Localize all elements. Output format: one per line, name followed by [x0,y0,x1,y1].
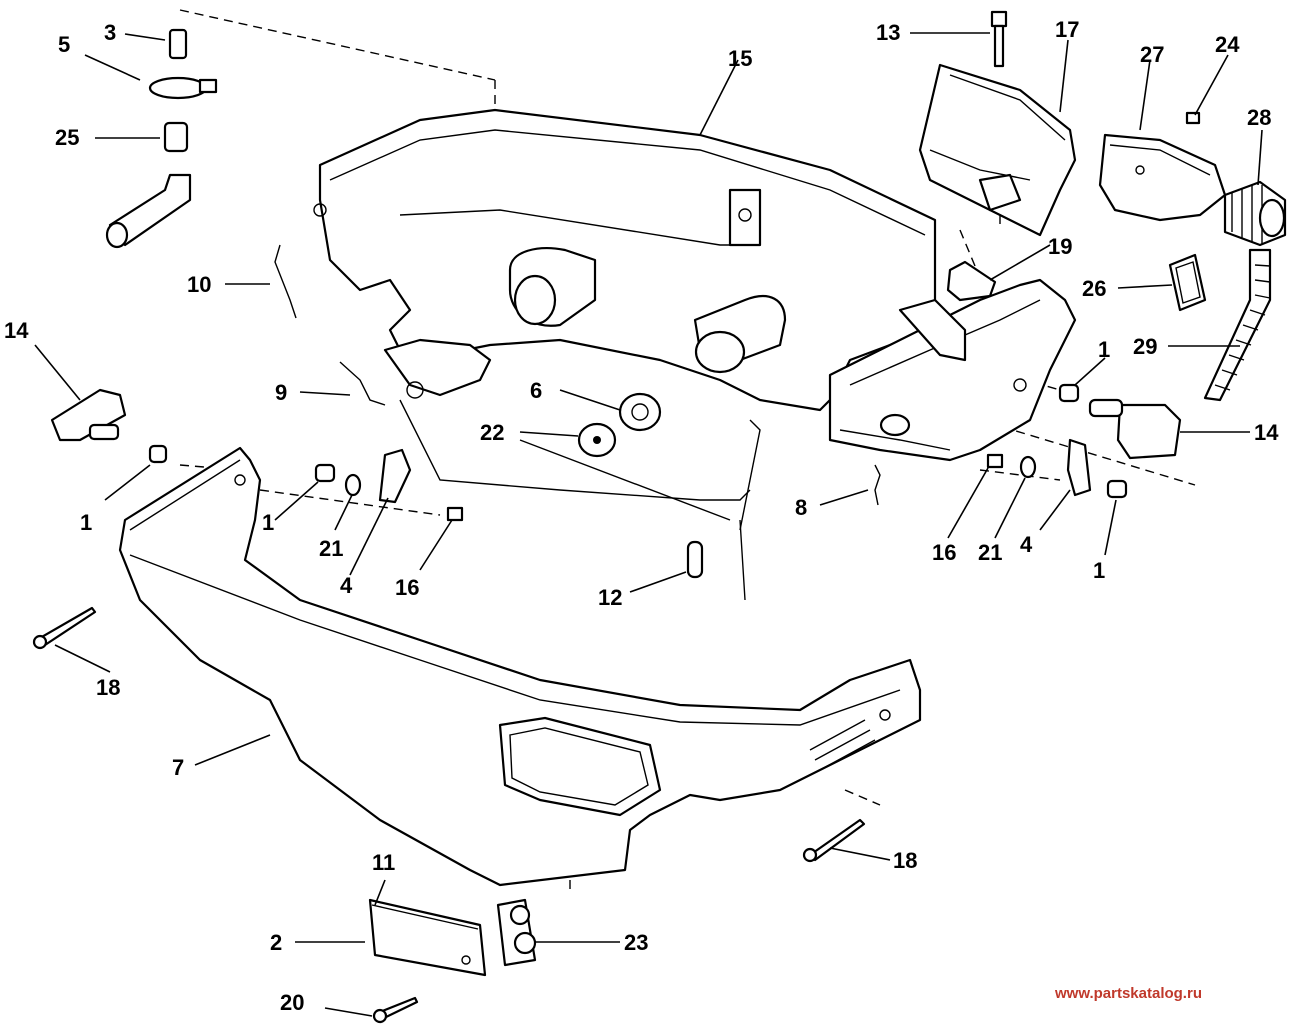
part-13-clip [686,540,704,579]
callout-16-left: 16 [395,575,419,600]
leader-lines [34,32,1263,1017]
callout-11: 13 [876,20,900,45]
part-26-gasket [1168,253,1207,312]
callout-26: 26 [1082,276,1106,301]
part-19-clip [946,260,997,302]
callout-21-left: 21 [319,536,343,561]
callout-19: 19 [1048,234,1072,259]
callout-17: 17 [1055,17,1079,42]
callout-18-right: 18 [893,848,917,873]
watermark-text: www.partskatalog.ru [1054,985,1202,1002]
part-3-pin [168,28,188,60]
part-24-screw [1185,111,1201,125]
part-2-cover-plate [368,898,487,977]
part-23-bracket [496,898,537,967]
callout-6: 6 [530,378,542,403]
callout-24: 24 [1215,32,1240,57]
callout-23: 23 [624,930,648,955]
part-21-washers [344,455,1037,497]
callouts: 3 5 25 10 14 9 1 1 21 4 16 6 22 15 13 17… [4,17,1279,1015]
part-8-clip [874,464,881,506]
part-29-coil-hose [1203,248,1272,402]
part-14-latch-left [50,388,127,442]
hose-elbow [105,173,192,249]
callout-2: 2 [270,930,282,955]
part-10-spring [274,244,297,319]
callout-13: 12 [598,585,622,610]
part-28-bellows [1223,180,1287,247]
part-6-grommet [618,392,662,432]
callout-9: 9 [275,380,287,405]
callout-14-right: 14 [1254,420,1279,445]
callout-20: 20 [280,990,304,1015]
callout-15: 15 [728,46,752,71]
part-5-clamp [148,76,218,100]
callout-1-d: 1 [1093,558,1105,583]
callout-4-left: 4 [340,573,353,598]
part-15-upper-housing [313,108,937,601]
callout-1-b: 1 [262,510,274,535]
callout-22: 22 [480,420,504,445]
housing-right-bracket [828,278,1077,462]
callout-5: 5 [58,32,70,57]
part-1-bushings [148,383,1128,499]
part-11-screw [990,10,1008,68]
callout-8: 8 [795,495,807,520]
callout-3: 3 [104,20,116,45]
callout-21-right: 21 [978,540,1002,565]
callout-27: 27 [1140,42,1164,67]
part-22-washer [577,422,617,458]
part-14-latch-right [1088,398,1182,460]
callout-28: 28 [1247,105,1271,130]
callout-1-a: 1 [80,510,92,535]
part-27-intake [1098,133,1227,222]
part-16-screws [446,453,1004,522]
part-4-latch-plates [378,438,1092,504]
callout-12: 11 [372,850,395,875]
part-7-lower-cowl [118,446,922,887]
callout-25: 25 [55,125,79,150]
callout-1-c: 1 [1098,337,1110,362]
part-18-bolts [32,606,866,863]
callout-10: 10 [187,272,211,297]
callout-7: 7 [172,755,184,780]
callout-29: 29 [1133,334,1157,359]
part-17-shield [918,63,1077,237]
part-9-spring [339,361,386,406]
callout-4-right: 4 [1020,532,1033,557]
callout-14-left: 14 [4,318,29,343]
part-25-sleeve [163,121,189,153]
callout-16-right: 16 [932,540,956,565]
part-20-screw [372,996,419,1024]
callout-18-left: 18 [96,675,120,700]
